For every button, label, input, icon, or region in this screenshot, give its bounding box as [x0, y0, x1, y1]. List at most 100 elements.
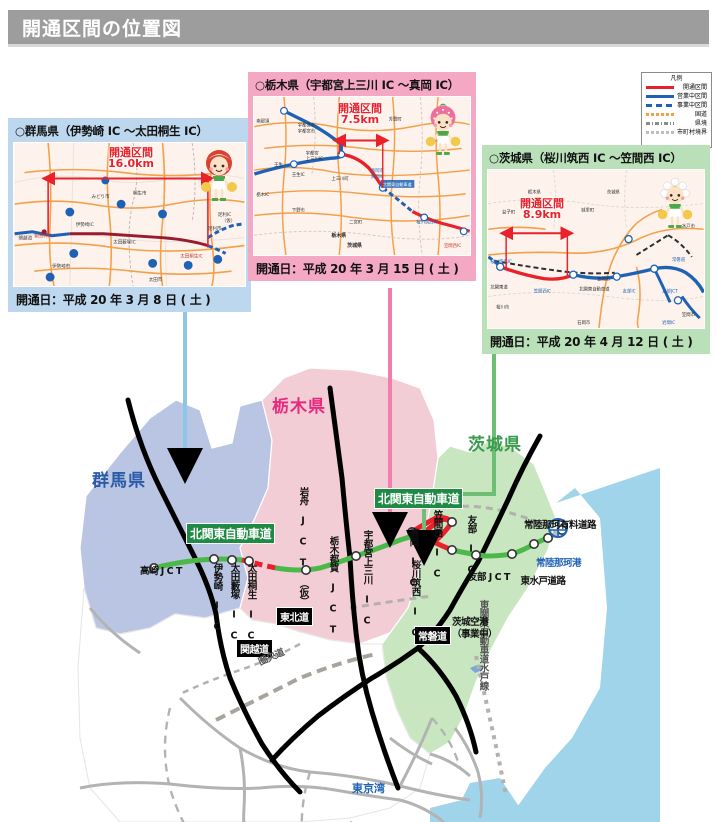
expressway-box-joban: 常磐道: [414, 626, 451, 645]
legend-label-shichoson: 市町村境界: [676, 129, 707, 136]
expressway-box-kanetsu: 関越道: [236, 639, 273, 658]
inset-title-ibaraki: ○茨城県（桜川筑西 IC ～笠間西 IC）: [489, 151, 682, 165]
svg-text:茨城県: 茨城県: [607, 189, 621, 196]
inset-panel-ibaraki: ○茨城県（桜川筑西 IC ～笠間西 IC）: [482, 145, 710, 354]
road-label-hitachinaka-toll: 常陸那珂有料道路: [524, 520, 597, 531]
svg-text:壬生IC: 壬生IC: [292, 171, 305, 178]
svg-text:桜川筑西IC: 桜川筑西IC: [490, 258, 512, 265]
svg-text:上三川IC: 上三川IC: [306, 155, 323, 162]
ic-label-tomobe-jct: 友部 J C T: [468, 572, 510, 583]
svg-text:真岡IC: 真岡IC: [371, 173, 384, 180]
section-callout-tochigi: 開通区間 7.5km: [322, 102, 398, 127]
legend-label-eigyochu: 営業中区間: [676, 93, 707, 100]
svg-text:足利市: 足利市: [208, 225, 222, 232]
section-callout-gunma: 開通区間 16.0km: [76, 146, 186, 171]
svg-text:友部JCT: 友部JCT: [662, 287, 678, 294]
inset-panel-tochigi: ○栃木県（宇都宮上三川 IC ～真岡 IC）: [248, 72, 476, 281]
svg-text:北関東道: 北関東道: [490, 284, 508, 291]
prefecture-label-gunma: 群馬県: [92, 471, 146, 491]
inset-map-ibaraki: 栃木県茨城県 益子町城里町 桜川筑西IC 笠間西IC 笠間市 友部IC 友部JC…: [487, 169, 705, 329]
section-length-gunma: 16.0km: [108, 157, 154, 171]
route-banner-kitakanto-east: 北関東自動車道: [374, 488, 464, 509]
legend-row-kaitsu: 開通区間: [645, 83, 708, 92]
ic-label-ota-kiryu-ic: 太田桐生 I C: [245, 563, 257, 641]
place-label-hitachinaka-port: 常陸那珂港: [536, 558, 582, 569]
legend-row-shichoson: 市町村境界: [645, 128, 708, 137]
section-length-tochigi: 7.5km: [340, 113, 380, 127]
ic-label-moka-ic: 真岡 I C: [407, 528, 419, 588]
mascot-ibaraki-icon: [657, 177, 693, 228]
svg-text:太田藪塚IC: 太田藪塚IC: [113, 239, 136, 246]
inset-map-gunma: 伊勢崎IC 太田藪塚IC 太田桐生IC 関越道 駒寄PA 足利IC （仮） みど…: [13, 142, 246, 287]
mascot-gunma-icon: [201, 150, 237, 201]
legend-swatch-kokudo: [645, 110, 675, 119]
ic-label-iwafune-jct: 岩舟 J C T （仮）: [297, 487, 309, 606]
section-label-gunma: 開通区間: [109, 146, 153, 159]
svg-text:岩間IC: 岩間IC: [662, 319, 675, 326]
svg-text:常磐道: 常磐道: [672, 256, 686, 263]
ic-label-tomobe-ic: 友部 I C: [465, 515, 477, 575]
svg-text:北関東自動車道: 北関東自動車道: [579, 285, 610, 292]
ic-label-kasamanishi-ic: 笠間西 I C: [431, 510, 443, 579]
legend-label-jigyochu: 事業中区間: [676, 102, 707, 109]
legend-label-kenkyo: 県境: [694, 120, 707, 127]
svg-text:桐生市: 桐生市: [133, 189, 147, 196]
inset-date-gunma: 開通日：平成 20 年 3 月 8 日 ( 土 ): [16, 293, 211, 307]
prefecture-label-ibaraki: 茨城県: [468, 435, 522, 455]
svg-text:南那須: 南那須: [256, 118, 270, 125]
legend-label-kaitsu: 開通区間: [682, 84, 707, 91]
svg-text:宇都宮市: 宇都宮市: [298, 122, 316, 129]
ic-label-sakuragawa-chikusei-ic: 桜川筑西 I C: [409, 560, 421, 638]
legend-row-eigyochu: 営業中区間: [645, 92, 708, 101]
svg-text:太田市: 太田市: [149, 276, 163, 283]
svg-text:壬生: 壬生: [274, 161, 283, 168]
svg-text:笠間西IC: 笠間西IC: [444, 242, 461, 249]
svg-text:伊勢崎IC: 伊勢崎IC: [76, 221, 94, 228]
inset-title-gunma: ○群馬県（伊勢崎 IC ～太田桐生 IC）: [15, 124, 208, 138]
svg-text:宇都宮市: 宇都宮市: [298, 128, 316, 135]
section-label-tochigi: 開通区間: [338, 102, 382, 115]
legend-title: 凡例: [670, 75, 683, 82]
legend-label-kokudo: 国道: [694, 111, 707, 118]
legend-swatch-jigyochu: [645, 101, 675, 110]
prefecture-label-tochigi: 栃木県: [272, 397, 326, 417]
legend-swatch-kaitsu: [645, 83, 675, 92]
inset-date-tochigi: 開通日：平成 20 年 3 月 15 日 ( 土 ): [256, 262, 459, 276]
svg-text:二宮町: 二宮町: [349, 218, 363, 225]
svg-text:笠間市: 笠間市: [682, 311, 696, 318]
svg-text:桜川筑西IC: 桜川筑西IC: [416, 218, 438, 225]
road-label-higashi-kanto-mito: 東関東自動車道水戸線: [477, 600, 489, 690]
legend-swatch-eigyochu: [645, 92, 675, 101]
ic-label-takasaki-jct: 高崎 J C T: [140, 566, 182, 577]
ic-label-isesaki-ic: 伊勢崎 I C: [211, 563, 223, 632]
ic-label-tochigi-tsuga-jct: 栃木都賀 J C T: [327, 536, 339, 635]
legend-row-jigyochu: 事業中区間: [645, 101, 708, 110]
svg-text:城里町: 城里町: [581, 206, 595, 213]
section-length-ibaraki: 8.9km: [522, 208, 562, 222]
svg-text:友部IC: 友部IC: [623, 287, 636, 294]
route-banner-kitakanto-west: 北関東自動車道: [186, 523, 276, 544]
svg-text:茨城県: 茨城県: [347, 242, 362, 249]
ic-label-ota-yabuzuka-ic: 太田藪塚 I C: [228, 563, 240, 641]
road-label-higashi-mito: 東水戸道路: [520, 576, 566, 587]
svg-text:真岡市: 真岡市: [371, 167, 385, 174]
section-label-ibaraki: 開通区間: [520, 197, 564, 210]
legend-swatch-shichoson: [645, 128, 675, 137]
main-map: [77, 280, 660, 822]
svg-text:伊勢崎市: 伊勢崎市: [52, 262, 71, 269]
legend-row-kokudo: 国道: [645, 110, 708, 119]
svg-text:笠間西IC: 笠間西IC: [534, 287, 551, 294]
inset-panel-gunma: ○群馬県（伊勢崎 IC ～太田桐生 IC）: [8, 118, 251, 312]
svg-text:栃木県: 栃木県: [528, 189, 542, 196]
svg-text:北関東自動車道: 北関東自動車道: [383, 181, 412, 187]
svg-text:宇都宮: 宇都宮: [306, 149, 319, 156]
svg-text:桜川市: 桜川市: [496, 303, 510, 310]
svg-text:足利IC: 足利IC: [218, 211, 232, 218]
svg-text:栃木県: 栃木県: [331, 232, 346, 239]
svg-text:上三川町: 上三川町: [331, 175, 349, 182]
svg-text:下野市: 下野市: [292, 207, 306, 214]
place-label-tokyo-bay: 東京湾: [352, 782, 385, 795]
mascot-tochigi-icon: [425, 103, 461, 155]
title-divider: [8, 44, 709, 47]
svg-text:関越道: 関越道: [19, 235, 33, 242]
